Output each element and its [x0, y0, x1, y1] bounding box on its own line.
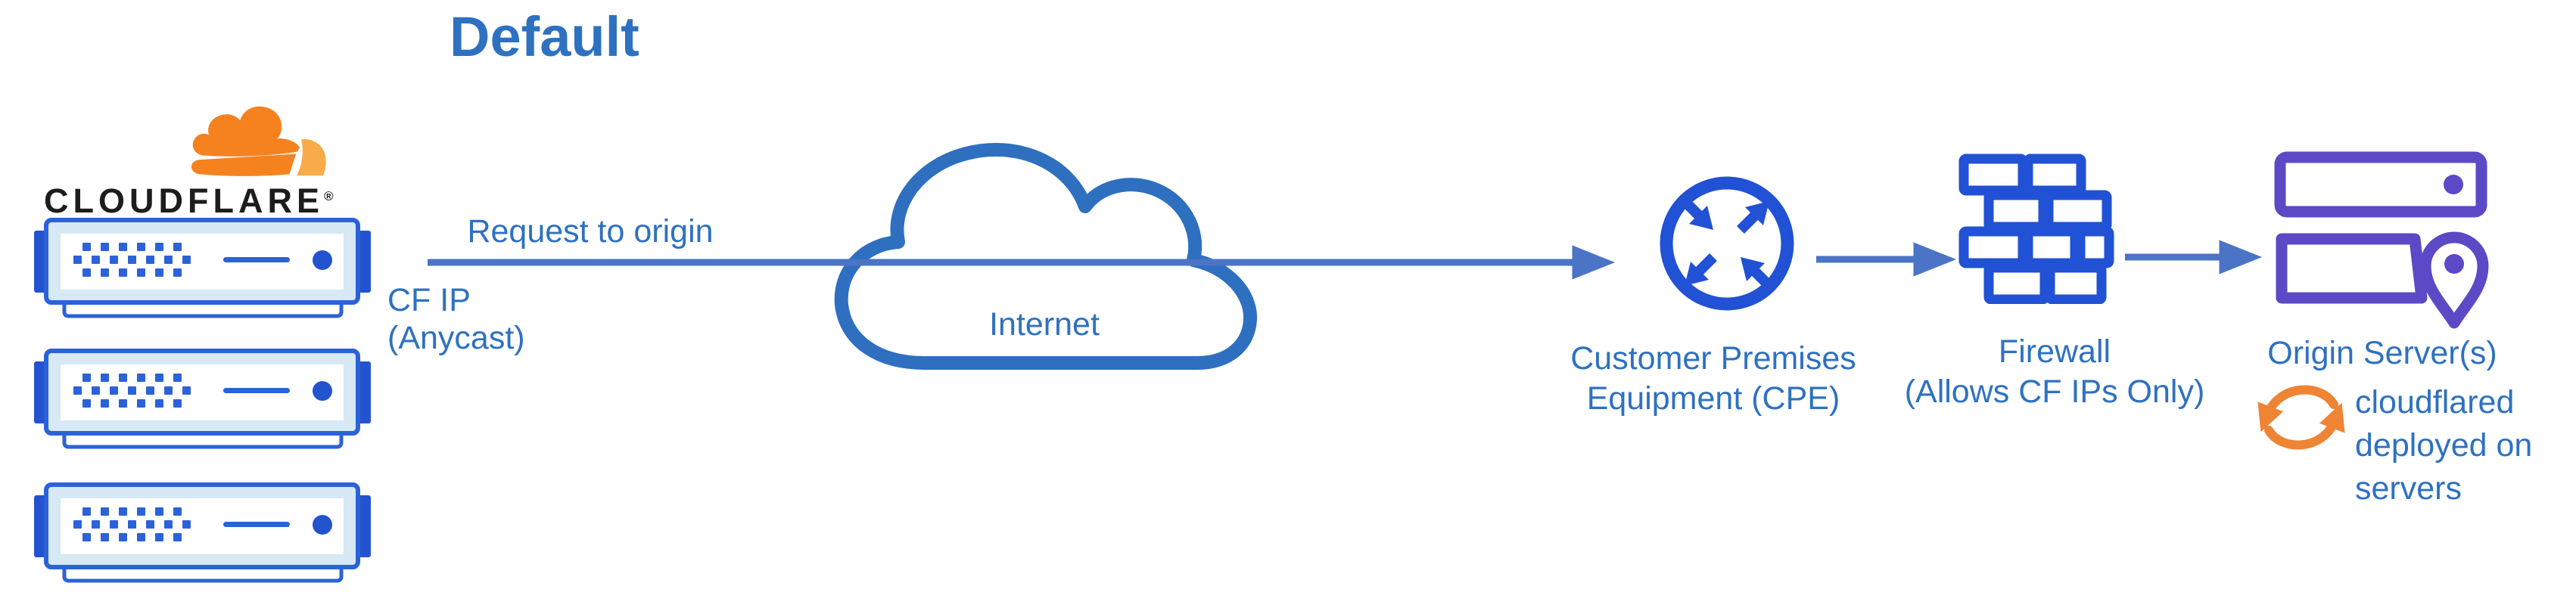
cloudflared-note: cloudflared deployed on servers — [2355, 381, 2576, 510]
cpe-router-icon — [1660, 176, 1794, 311]
wordmark-text: CLOUDFLARE — [44, 181, 324, 220]
cloudflare-cloud-icon — [191, 106, 326, 176]
firewall-icon — [1958, 154, 2114, 304]
internet-cloud-icon — [834, 142, 1258, 370]
cloudflared-sync-icon — [2257, 385, 2345, 450]
cf-ip-line: CF IP — [387, 282, 471, 318]
firewall-label-line1: Firewall — [1998, 333, 2111, 370]
registered-mark: ® — [323, 189, 334, 203]
arrowhead-to-origin-icon — [2219, 240, 2263, 274]
diagram-title: Default — [450, 5, 639, 68]
cloudflared-note-line3: servers — [2355, 470, 2462, 507]
request-to-origin-label: Request to origin — [467, 213, 714, 250]
cloudflared-note-line1: cloudflared — [2355, 384, 2515, 420]
internet-label: Internet — [989, 306, 1100, 343]
cloudflared-note-line2: deployed on — [2355, 427, 2533, 464]
origin-servers-icon — [2274, 151, 2489, 329]
cpe-label-line2: Equipment (CPE) — [1586, 380, 1840, 417]
arrowhead-to-cpe-icon — [1572, 245, 1616, 280]
location-pin-icon — [2419, 231, 2489, 329]
cloudflare-wordmark: CLOUDFLARE® — [44, 181, 334, 221]
cf-ip-anycast-label: CF IP (Anycast) — [387, 281, 525, 357]
firewall-label-line2: (Allows CF IPs Only) — [1904, 374, 2205, 410]
cloudflare-logo-icon — [191, 106, 336, 181]
cpe-label: Customer Premises Equipment (CPE) — [1547, 339, 1880, 419]
arrowhead-to-firewall-icon — [1913, 242, 1957, 277]
firewall-label: Firewall (Allows CF IPs Only) — [1868, 332, 2242, 412]
origin-servers-label: Origin Server(s) — [2267, 335, 2497, 371]
cpe-label-line1: Customer Premises — [1570, 340, 1856, 377]
anycast-line: (Anycast) — [387, 320, 525, 356]
